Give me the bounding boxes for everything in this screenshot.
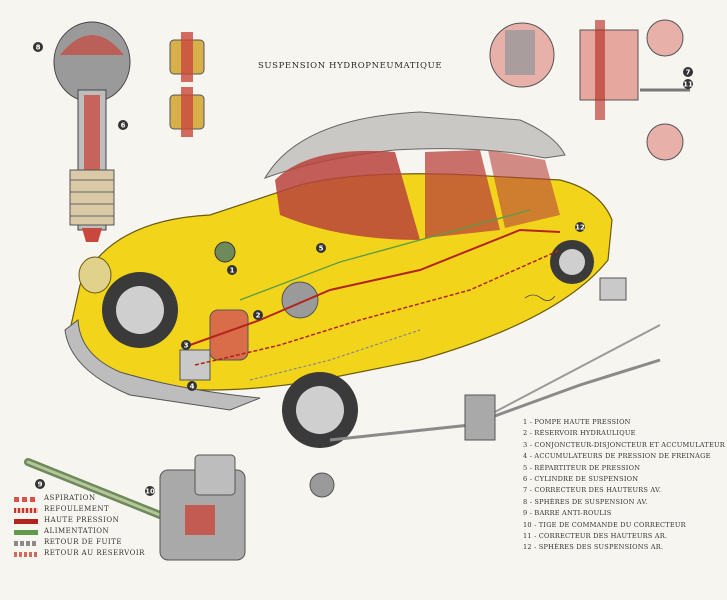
citroen-ds-car: [64, 111, 613, 448]
svg-text:5: 5: [319, 245, 324, 253]
callout-4: 4: [187, 381, 197, 391]
parts-list-item: 2 - RÉSERVOIR HYDRAULIQUE: [523, 429, 636, 438]
corrector-detail-cluster: [489, 19, 690, 161]
legend-label: ASPIRATION: [44, 494, 96, 502]
callout-11: 11: [683, 79, 693, 89]
legend-label: RETOUR DE FUITE: [44, 538, 122, 546]
parts-list-item: 12 - SPHÈRES DES SUSPENSIONS AR.: [523, 543, 664, 552]
callout-12: 12: [575, 222, 585, 232]
legend-row: ALIMENTATION: [14, 527, 154, 538]
legend-swatch: [14, 508, 38, 513]
callout-10: 10: [145, 486, 155, 496]
parts-list-item: 9 - BARRE ANTI-ROULIS: [523, 509, 612, 518]
parts-list-item: 3 - CONJONCTEUR-DISJONCTEUR ET ACCUMULAT…: [523, 440, 725, 449]
legend-swatch: [14, 519, 38, 524]
callouts: 1 2 3 4 5 6 7 8 9 10 11 12: [33, 42, 693, 496]
callout-3: 3: [181, 340, 191, 350]
svg-text:2: 2: [256, 312, 261, 320]
legend-row: HAUTE PRESSION: [14, 516, 154, 527]
legend-swatch: [14, 530, 38, 535]
parts-list-item: 6 - CYLINDRE DE SUSPENSION: [523, 475, 639, 484]
legend-row: REFOULEMENT: [14, 505, 154, 516]
callout-8: 8: [33, 42, 43, 52]
svg-text:7: 7: [686, 69, 691, 77]
sphere-cylinder-cutaway: [53, 21, 131, 242]
parts-list-item: 1 - POMPE HAUTE PRESSION: [523, 418, 631, 426]
parts-list-item: 7 - CORRECTEUR DES HAUTEURS AV.: [523, 486, 662, 495]
legend-row: RETOUR AU RESERVOIR: [14, 549, 154, 560]
svg-text:6: 6: [121, 122, 126, 130]
callout-9: 9: [35, 479, 45, 489]
svg-text:11: 11: [683, 81, 693, 89]
parts-list-item: 8 - SPHÈRES DE SUSPENSION AV.: [523, 497, 648, 506]
legend-row: RETOUR DE FUITE: [14, 538, 154, 549]
svg-text:1: 1: [230, 267, 235, 275]
legend-label: HAUTE PRESSION: [44, 516, 120, 524]
svg-text:10: 10: [145, 488, 155, 496]
anti-roll-bar-and-control-rod: [309, 277, 661, 498]
valve-detail-bottom: [169, 87, 205, 137]
legend-swatch: [14, 541, 38, 546]
parts-list-item: 11 - CORRECTEUR DES HAUTEURS AR.: [523, 532, 668, 541]
callout-6: 6: [118, 120, 128, 130]
line-type-legend: ASPIRATION REFOULEMENT HAUTE PRESSION AL…: [14, 494, 154, 560]
parts-list-item: 5 - RÉPARTITEUR DE PRESSION: [523, 463, 641, 472]
callout-1: 1: [227, 265, 237, 275]
parts-list-item: 10 - TIGE DE COMMANDE DU CORRECTEUR: [523, 520, 686, 529]
legend-swatch: [14, 497, 38, 502]
parts-list: 1 - POMPE HAUTE PRESSION 2 - RÉSERVOIR H…: [523, 417, 725, 554]
legend-row: ASPIRATION: [14, 494, 154, 505]
legend-label: ALIMENTATION: [44, 527, 110, 535]
parts-list-item: 4 - ACCUMULATEURS DE PRESSION DE FREINAG…: [523, 452, 711, 461]
svg-text:12: 12: [575, 224, 585, 232]
anti-roll-bar-cutaway: [24, 454, 246, 561]
legend-swatch: [14, 552, 38, 557]
valve-detail-top: [169, 32, 205, 82]
callout-7: 7: [683, 67, 693, 77]
svg-text:3: 3: [184, 342, 189, 350]
svg-text:4: 4: [190, 383, 195, 391]
svg-text:9: 9: [38, 481, 43, 489]
legend-label: RETOUR AU RESERVOIR: [44, 549, 145, 557]
callout-2: 2: [253, 310, 263, 320]
diagram-title: SUSPENSION HYDROPNEUMATIQUE: [258, 61, 443, 71]
callout-5: 5: [316, 243, 326, 253]
svg-text:8: 8: [36, 44, 41, 52]
legend-label: REFOULEMENT: [44, 505, 110, 513]
